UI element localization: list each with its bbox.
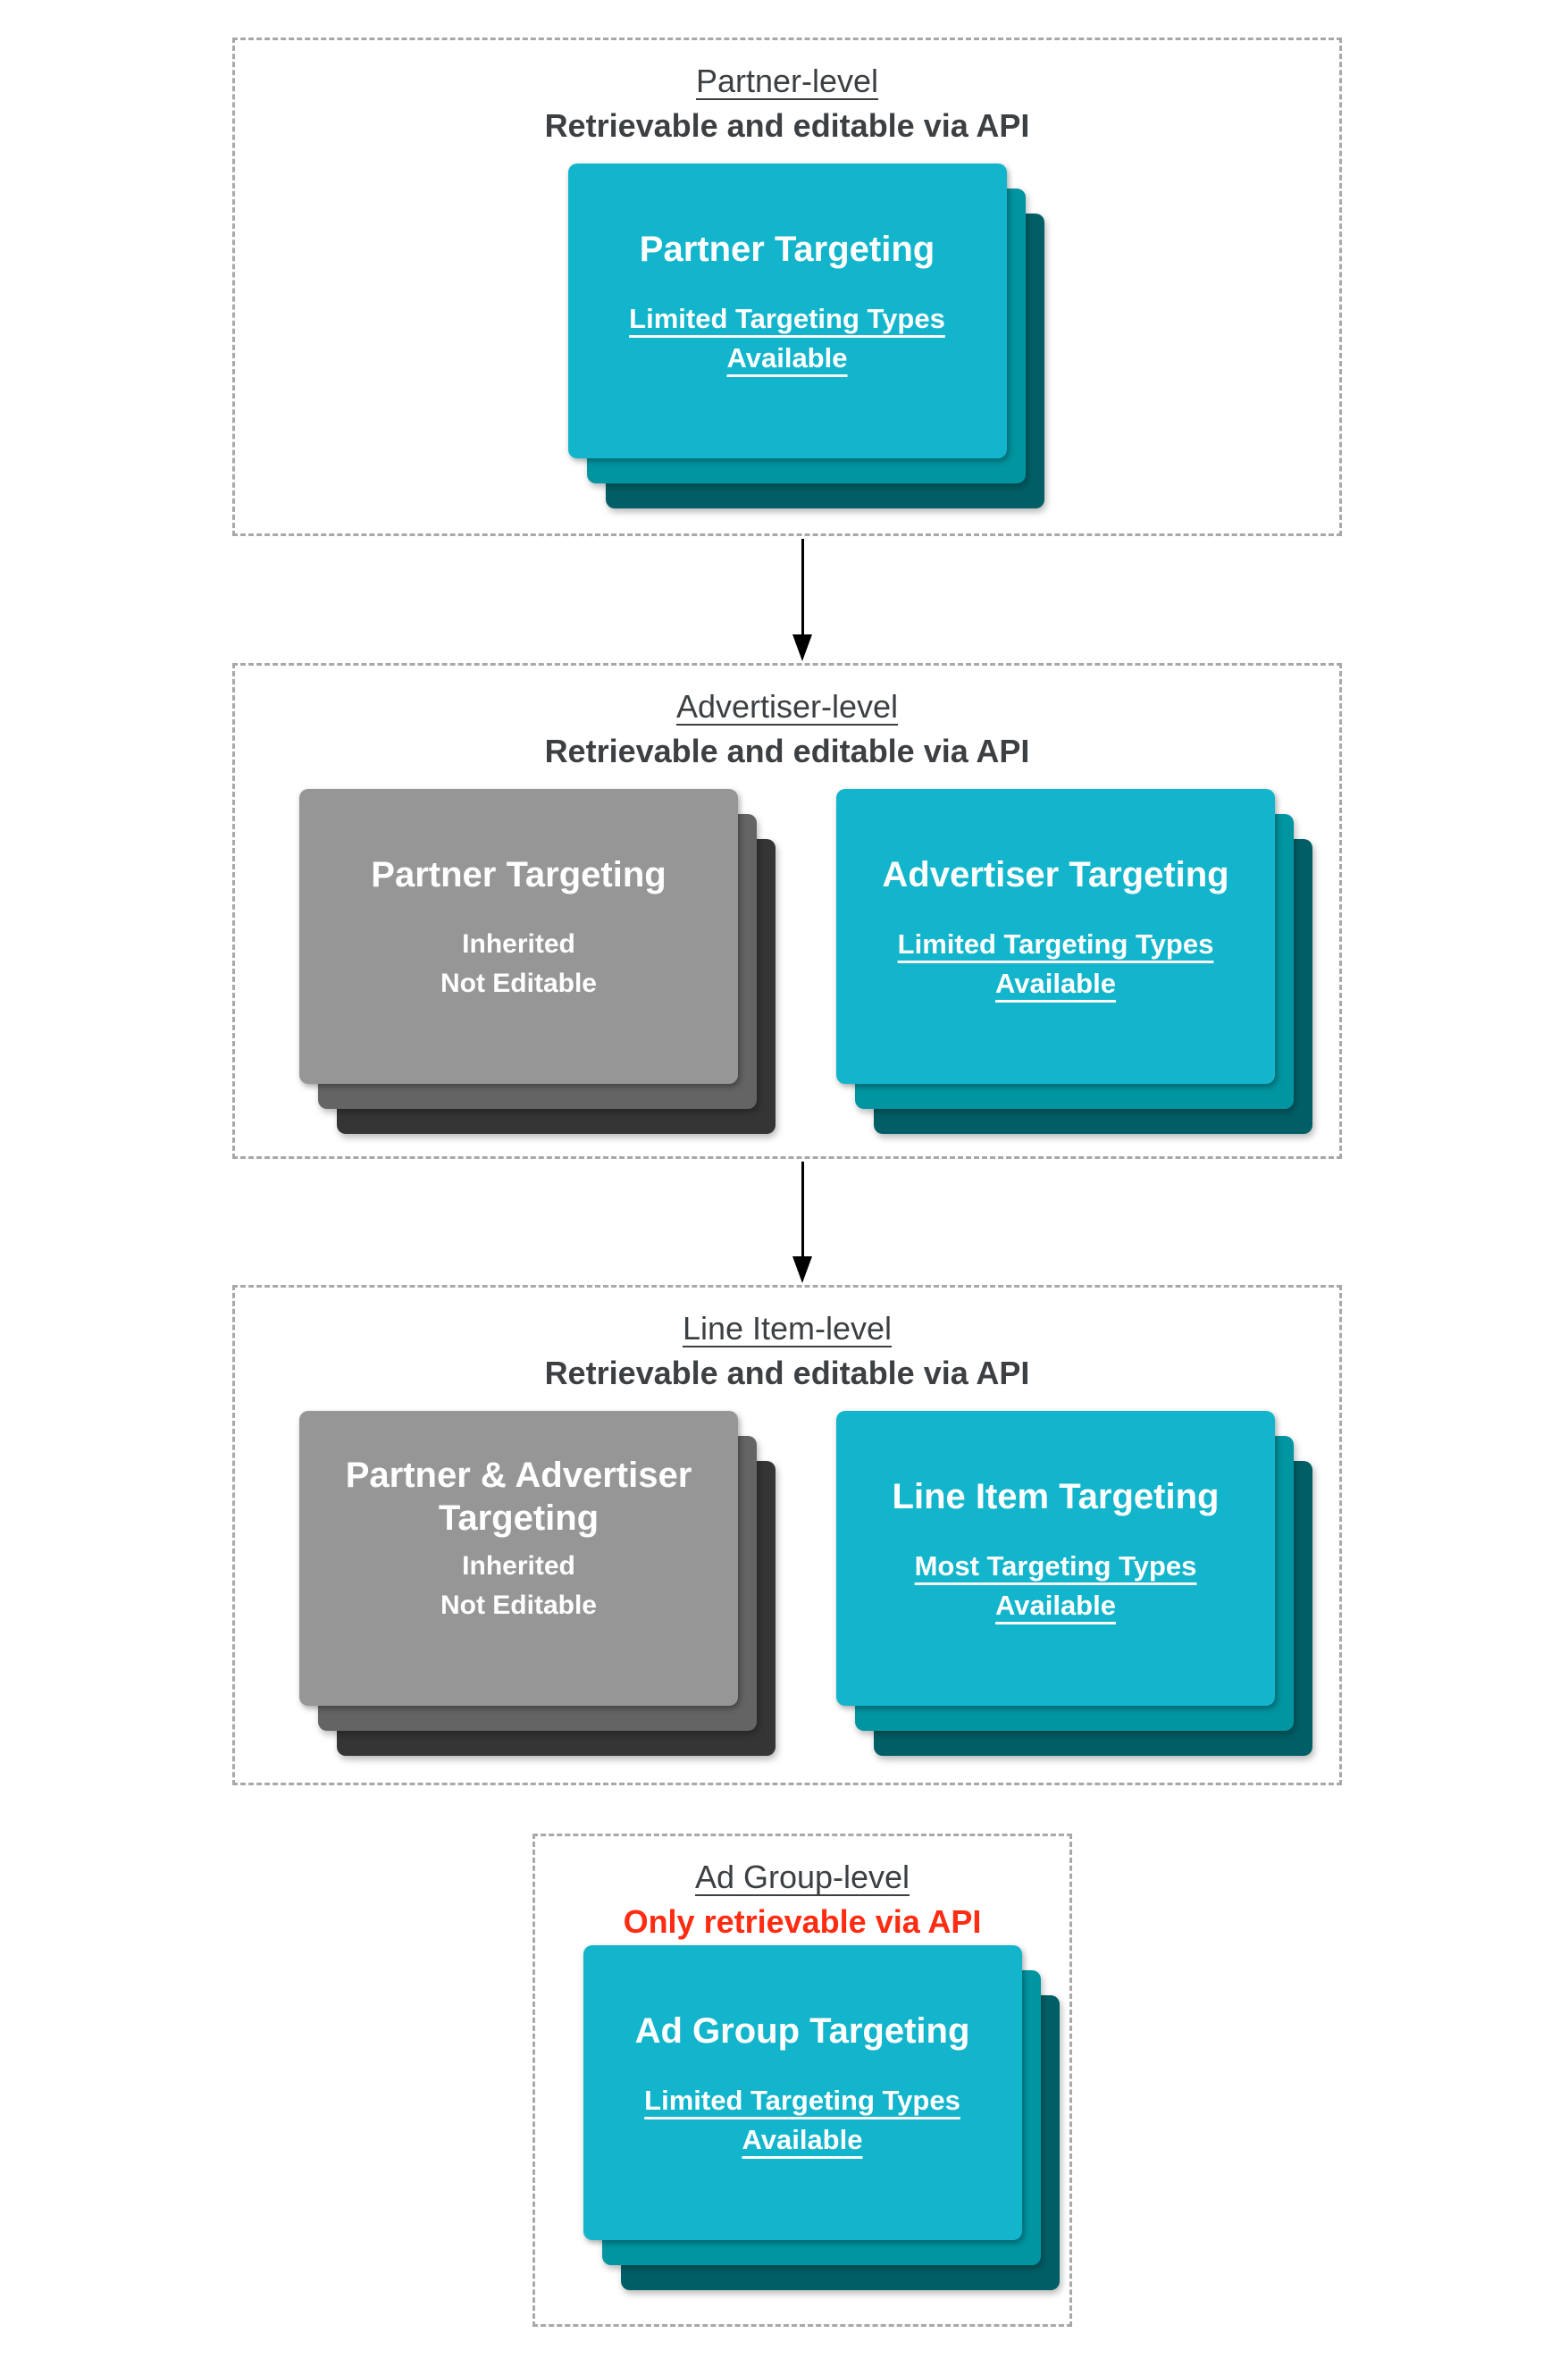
down-arrow [789,1162,816,1283]
section-line-item-level: Line Item-level Retrievable and editable… [232,1285,1342,1785]
cards-row: Ad Group Targeting Limited Targeting Typ… [535,1945,1069,2290]
partner-targeting-inherited-card: Partner Targeting Inherited Not Editable [299,789,738,1084]
arrow-shaft [801,1162,804,1256]
cards-row: Partner Targeting Limited Targeting Type… [235,164,1339,508]
section-subtitle: Retrievable and editable via API [544,1355,1030,1391]
section-subtitle: Retrievable and editable via API [544,107,1030,144]
card-title: Partner Targeting [371,855,667,894]
arrow-down-icon [792,1256,812,1283]
arrow-shaft [801,539,804,634]
advertiser-targeting-card: Advertiser Targeting Limited Targeting T… [836,789,1275,1084]
ad-group-targeting-card-stack: Ad Group Targeting Limited Targeting Typ… [583,1945,1060,2290]
section-header: Partner-level Retrievable and editable v… [235,40,1339,145]
partner-targeting-inherited-card-stack: Partner Targeting Inherited Not Editable [299,789,776,1134]
section-title: Advertiser-level [675,688,899,725]
card-title: Ad Group Targeting [634,2011,970,2051]
section-header: Advertiser-level Retrievable and editabl… [235,666,1339,770]
section-header: Line Item-level Retrievable and editable… [235,1288,1339,1392]
section-title: Line Item-level [682,1310,893,1347]
partner-advertiser-targeting-card: Partner & Advertiser Targeting Inherited… [299,1411,738,1706]
cards-row: Partner Targeting Inherited Not Editable… [235,789,1339,1134]
line-item-targeting-card-stack: Line Item Targeting Most Targeting Types… [836,1411,1312,1756]
card-subtitle: Inherited Not Editable [440,1551,597,1620]
partner-advertiser-targeting-card-stack: Partner & Advertiser Targeting Inherited… [299,1411,776,1756]
card-subtitle: Most Targeting Types Available [914,1550,1197,1621]
section-header: Ad Group-level Only retrievable via API [535,1836,1069,1941]
card-subtitle: Inherited Not Editable [440,929,597,998]
partner-targeting-card-stack: Partner Targeting Limited Targeting Type… [567,164,1044,508]
section-title: Ad Group-level [694,1859,910,1895]
section-advertiser-level: Advertiser-level Retrievable and editabl… [232,663,1342,1159]
card-title: Partner Targeting [639,230,935,269]
card-title: Partner & Advertiser Targeting [345,1456,692,1538]
ad-group-targeting-card: Ad Group Targeting Limited Targeting Typ… [583,1945,1022,2240]
card-subtitle: Limited Targeting Types Available [644,2085,960,2155]
card-subtitle: Limited Targeting Types Available [897,928,1214,999]
advertiser-targeting-card-stack: Advertiser Targeting Limited Targeting T… [836,789,1312,1134]
line-item-targeting-card: Line Item Targeting Most Targeting Types… [836,1411,1275,1706]
cards-row: Partner & Advertiser Targeting Inherited… [235,1411,1339,1756]
section-title: Partner-level [695,63,879,99]
section-subtitle: Only retrievable via API [623,1903,982,1940]
section-ad-group-level: Ad Group-level Only retrievable via API … [532,1834,1072,2327]
down-arrow [789,539,816,661]
partner-targeting-card: Partner Targeting Limited Targeting Type… [567,164,1007,458]
card-subtitle: Limited Targeting Types Available [629,303,945,374]
arrow-down-icon [792,634,812,661]
section-subtitle: Retrievable and editable via API [544,733,1030,769]
card-title: Advertiser Targeting [882,855,1229,894]
section-partner-level: Partner-level Retrievable and editable v… [232,38,1342,536]
card-title: Line Item Targeting [892,1477,1220,1516]
